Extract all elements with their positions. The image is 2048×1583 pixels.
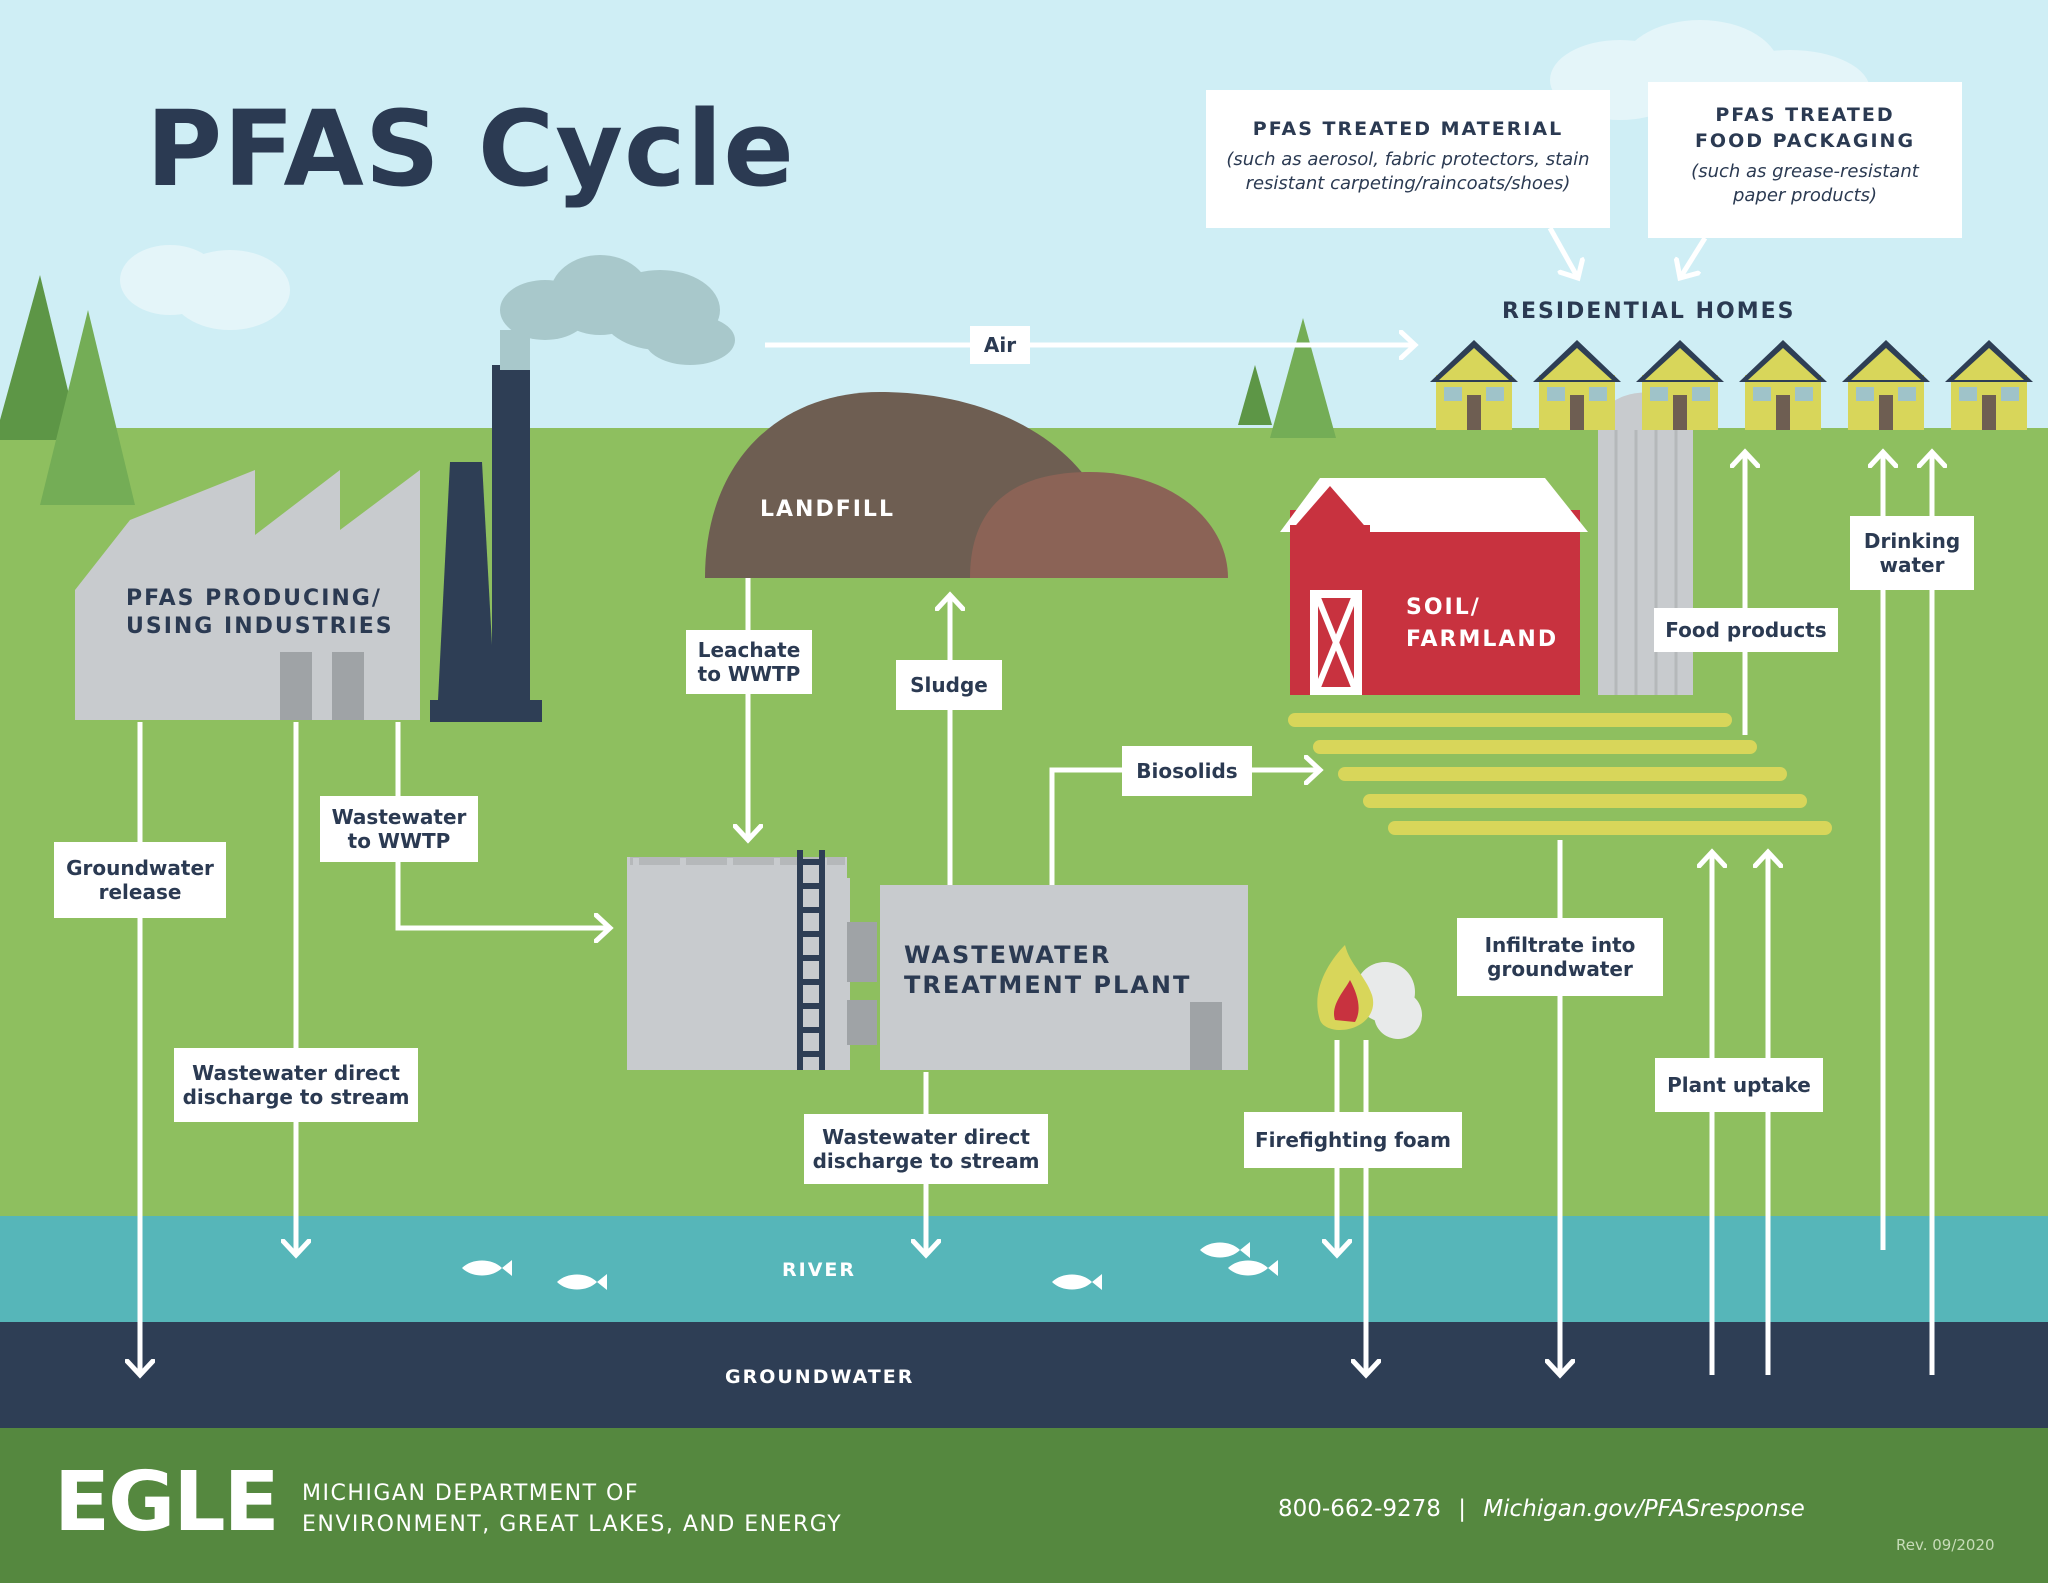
treated-material-line1: (such as aerosol, fabric protectors, sta…: [1226, 149, 1590, 170]
house: [1636, 340, 1724, 430]
drinking-water-label: Drinking water: [1850, 516, 1974, 590]
groundwater-release-text2: release: [98, 880, 182, 904]
plant-direct-discharge-text1: Wastewater direct: [822, 1125, 1030, 1149]
food-packaging-line2: paper products): [1732, 185, 1878, 206]
phone-number: 800-662-9278: [1278, 1496, 1441, 1522]
page-title: PFAS Cycle: [146, 88, 795, 210]
house: [1945, 340, 2033, 430]
farmland-label-line2: FARMLAND: [1406, 627, 1559, 652]
landfill-label: LANDFILL: [760, 497, 895, 522]
crop-rows: [1288, 713, 1832, 835]
industries-label-line2: USING INDUSTRIES: [126, 614, 394, 639]
egle-logo: EGLE: [54, 1455, 280, 1550]
farmland-label-line1: SOIL/: [1406, 595, 1481, 620]
revision-date: Rev. 09/2020: [1896, 1536, 1995, 1554]
landfill: [705, 392, 1228, 578]
industry-direct-discharge-label: Wastewater direct discharge to stream: [174, 1048, 418, 1122]
biosolids-text: Biosolids: [1136, 759, 1238, 783]
plant-direct-discharge-text2: discharge to stream: [812, 1149, 1040, 1173]
fire: [1317, 945, 1422, 1039]
wastewater-to-wwtp-text2: to WWTP: [347, 829, 451, 853]
wastewater-to-wwtp-text1: Wastewater: [331, 805, 467, 829]
air-text: Air: [983, 333, 1017, 357]
infiltrate-text1: Infiltrate into: [1484, 933, 1636, 957]
house: [1430, 340, 1518, 430]
groundwater-release-text1: Groundwater: [66, 856, 214, 880]
drinking-water-text1: Drinking: [1863, 529, 1961, 553]
groundwater-label: GROUNDWATER: [725, 1366, 915, 1388]
leachate-label: Leachate to WWTP: [686, 630, 812, 694]
house: [1739, 340, 1827, 430]
wwtp-label-line1: WASTEWATER: [904, 941, 1112, 969]
food-packaging-box: PFAS TREATED FOOD PACKAGING (such as gre…: [1648, 82, 1962, 238]
firefighting-foam-label: Firefighting foam: [1244, 1112, 1462, 1168]
plant-direct-discharge-label: Wastewater direct discharge to stream: [804, 1114, 1048, 1184]
biosolids-label: Biosolids: [1122, 746, 1252, 796]
groundwater-band: [0, 1322, 2048, 1430]
wwtp-label: WASTEWATER TREATMENT PLANT: [904, 940, 1191, 1000]
house: [1533, 340, 1621, 430]
infiltrate-text2: groundwater: [1487, 957, 1633, 981]
industries-label: PFAS PRODUCING/ USING INDUSTRIES: [126, 585, 394, 641]
sludge-text: Sludge: [910, 673, 988, 697]
sludge-label: Sludge: [896, 660, 1002, 710]
river-label: RIVER: [782, 1259, 857, 1281]
industry-direct-discharge-text2: discharge to stream: [182, 1085, 410, 1109]
river: [0, 1216, 2048, 1324]
firefighting-foam-text: Firefighting foam: [1254, 1128, 1452, 1152]
trees-right: [1238, 318, 1336, 438]
fish: [462, 1242, 1278, 1290]
plant-uptake-text: Plant uptake: [1667, 1073, 1811, 1097]
leachate-text2: to WWTP: [697, 662, 801, 686]
food-packaging-line1: (such as grease-resistant: [1691, 161, 1919, 182]
house: [1842, 340, 1930, 430]
industries-label-line1: PFAS PRODUCING/: [126, 586, 382, 611]
plant-uptake-label: Plant uptake: [1655, 1058, 1823, 1112]
food-packaging-heading1: PFAS TREATED: [1715, 104, 1895, 126]
contact-line: 800-662-9278 | Michigan.gov/PFASresponse: [1278, 1494, 1805, 1524]
leachate-text1: Leachate: [697, 638, 801, 662]
department-name: MICHIGAN DEPARTMENT OF ENVIRONMENT, GREA…: [302, 1478, 842, 1540]
residential-homes-label: RESIDENTIAL HOMES: [1502, 299, 1796, 324]
infiltrate-label: Infiltrate into groundwater: [1457, 918, 1663, 996]
houses: [1430, 340, 2033, 430]
food-products-text: Food products: [1665, 618, 1827, 642]
farmland-label: SOIL/ FARMLAND: [1406, 592, 1558, 656]
department-line2: ENVIRONMENT, GREAT LAKES, AND ENERGY: [302, 1512, 843, 1537]
food-packaging-heading2: FOOD PACKAGING: [1694, 130, 1916, 152]
website-link[interactable]: Michigan.gov/PFASresponse: [1483, 1496, 1805, 1522]
groundwater-release-label: Groundwater release: [54, 842, 226, 918]
treated-material-box: PFAS TREATED MATERIAL (such as aerosol, …: [1206, 90, 1610, 228]
factory: [75, 255, 735, 722]
treated-material-heading: PFAS TREATED MATERIAL: [1252, 118, 1564, 140]
contact-separator: |: [1458, 1496, 1466, 1522]
air-label: Air: [970, 326, 1030, 364]
department-line1: MICHIGAN DEPARTMENT OF: [302, 1481, 640, 1506]
wwtp: [627, 850, 1248, 1070]
drinking-water-text2: water: [1879, 553, 1945, 577]
wwtp-label-line2: TREATMENT PLANT: [904, 971, 1192, 999]
footer-band: [0, 1428, 2048, 1583]
treated-material-line2: resistant carpeting/raincoats/shoes): [1245, 173, 1571, 194]
trees-left: [0, 275, 135, 505]
wastewater-to-wwtp-label: Wastewater to WWTP: [320, 796, 478, 862]
industry-direct-discharge-text1: Wastewater direct: [192, 1061, 400, 1085]
food-products-label: Food products: [1654, 608, 1838, 652]
barn: [1280, 478, 1588, 695]
